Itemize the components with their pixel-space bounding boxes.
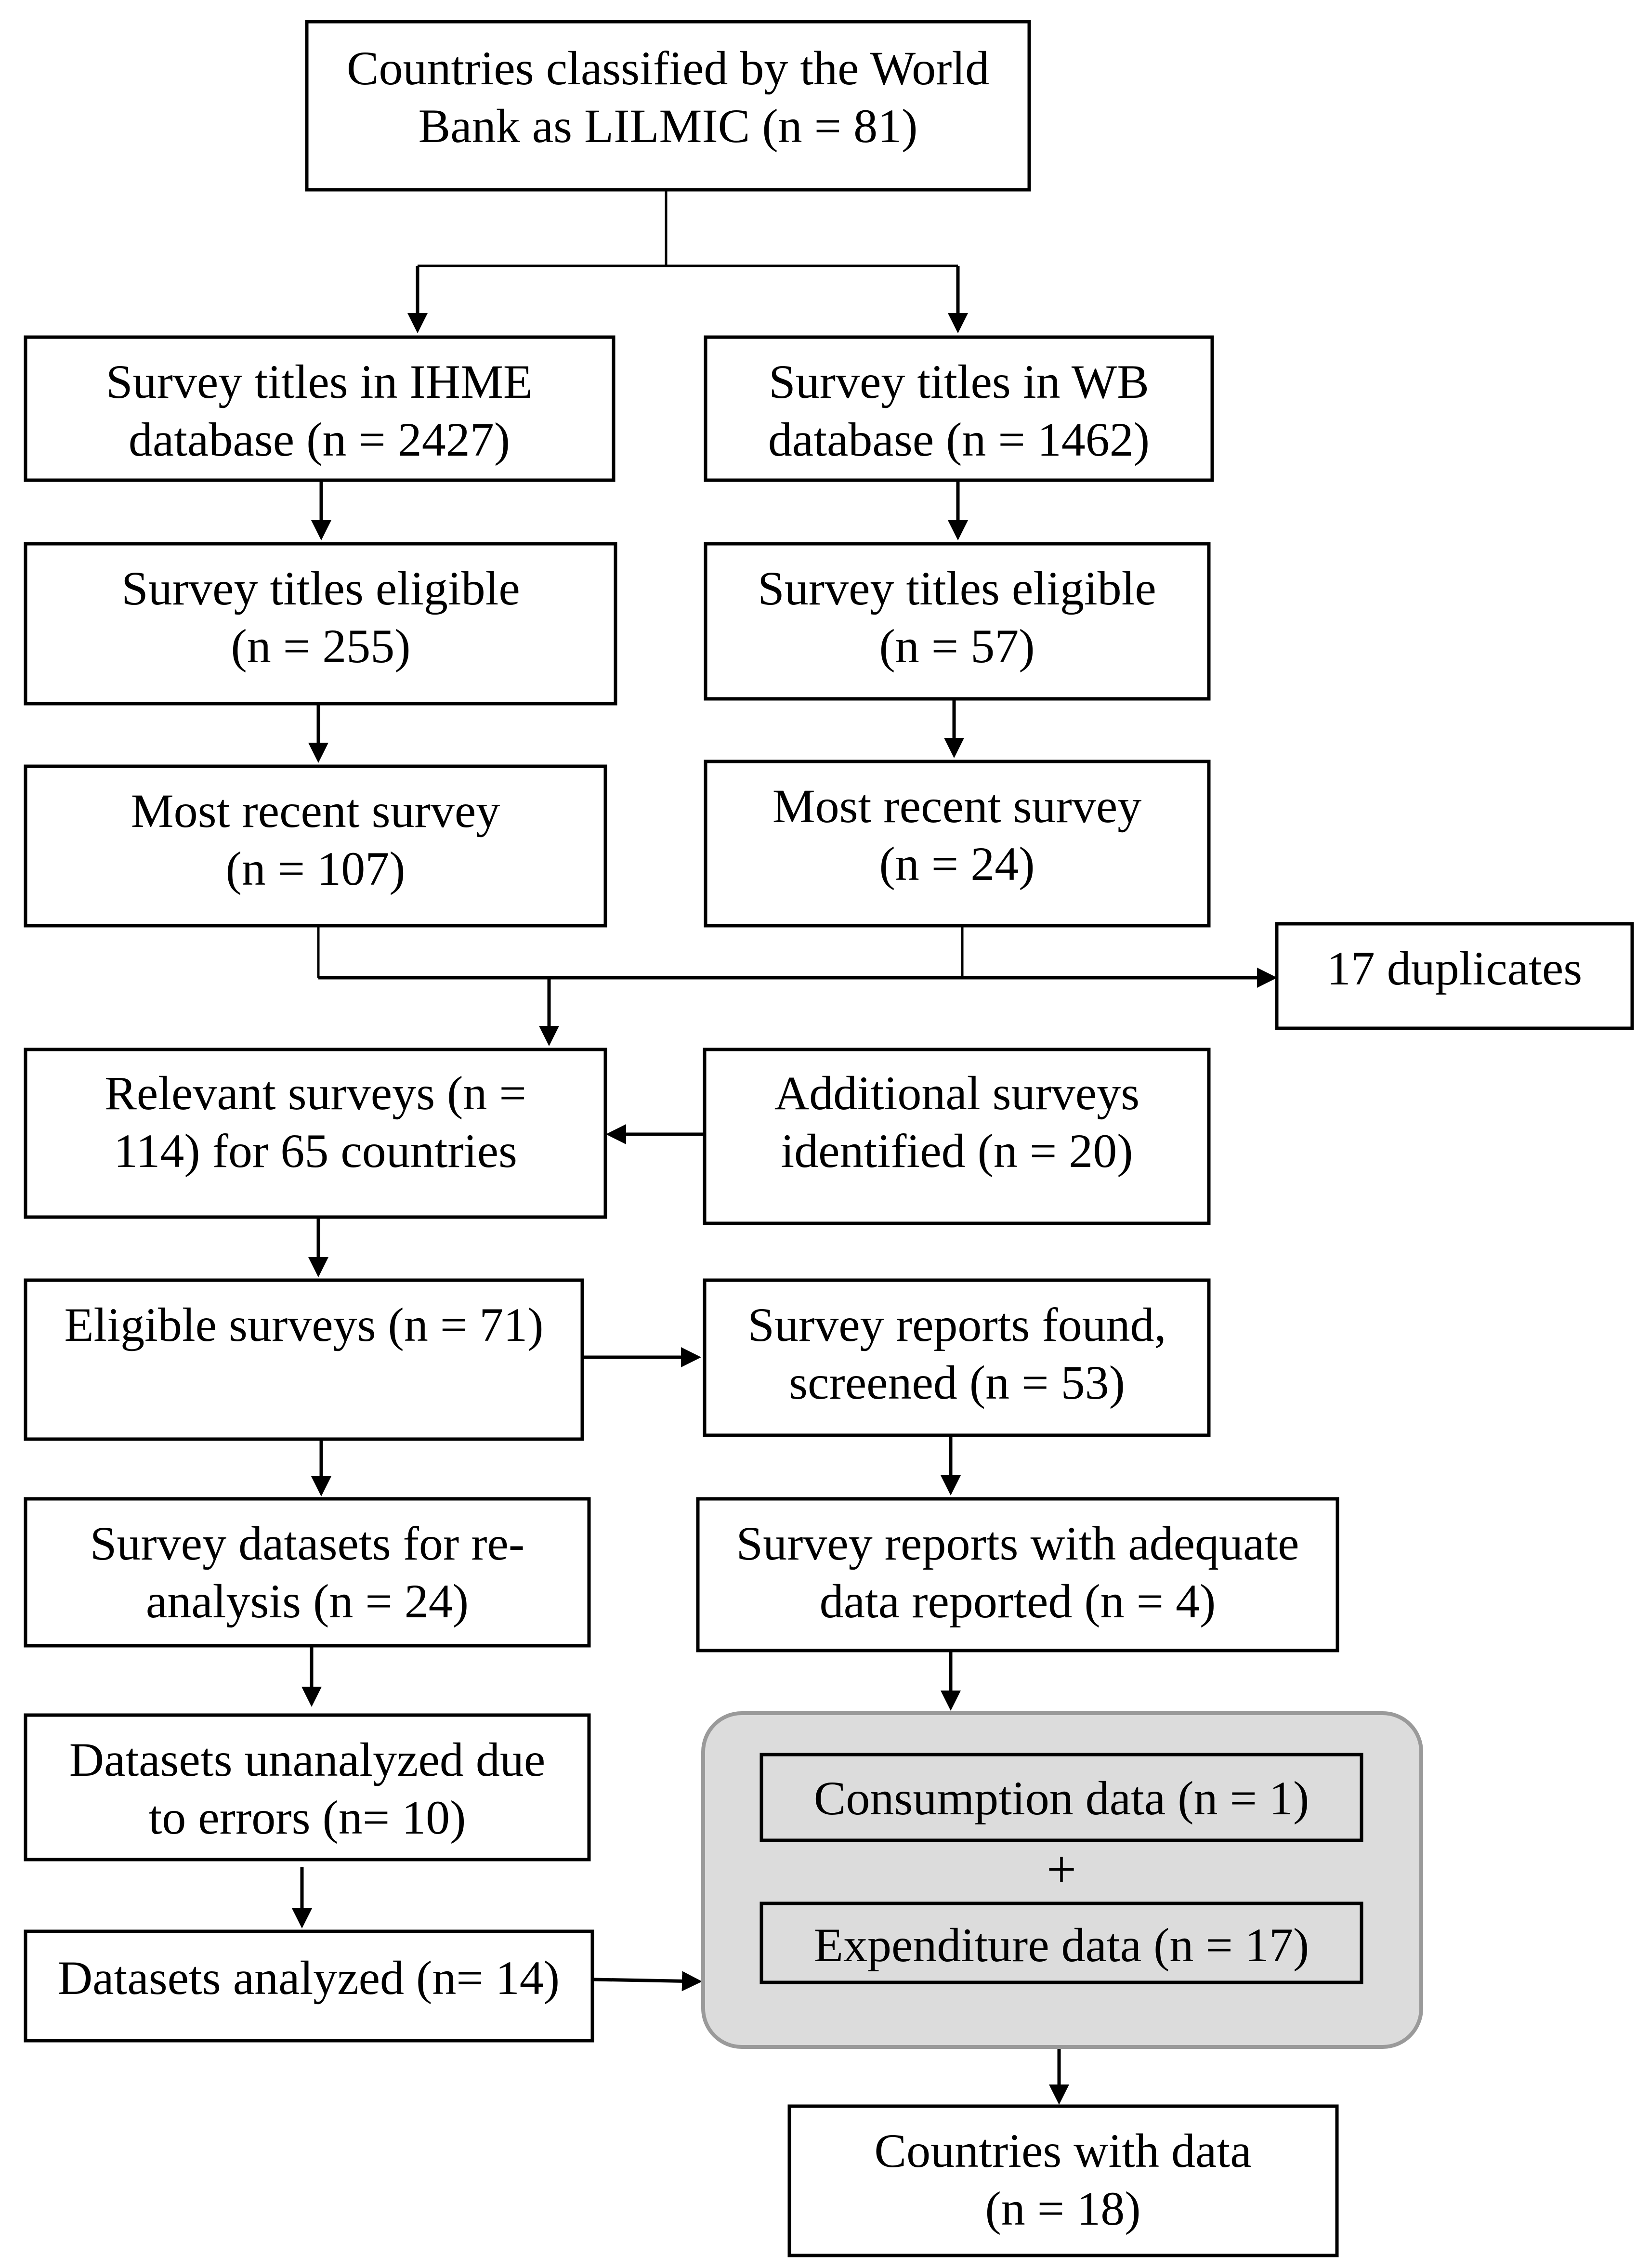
node-text-line2: database (n = 2427)	[129, 413, 510, 466]
node-text-line1: Countries classified by the World	[347, 41, 989, 95]
node-text-line1: 17 duplicates	[1327, 942, 1582, 995]
node-eligible-surveys: Eligible surveys (n = 71)	[24, 1278, 584, 1441]
node-text-line1: Most recent survey	[773, 779, 1141, 833]
node-consumption	[760, 1753, 1363, 1842]
node-text-line2: analysis (n = 24)	[146, 1574, 469, 1628]
node-datasets-reanalysis: Survey datasets for re- analysis (n = 24…	[24, 1497, 591, 1648]
node-text-line2: (n = 18)	[985, 2182, 1141, 2235]
node-text-line1: Survey titles in WB	[769, 355, 1149, 408]
node-text-line2: (n = 24)	[879, 837, 1035, 891]
node-relevant: Relevant surveys (n = 114) for 65 countr…	[24, 1048, 607, 1219]
node-text-line1: Most recent survey	[131, 784, 500, 838]
node-text-line2: to errors (n= 10)	[149, 1791, 466, 1844]
node-text-line1: Survey reports found,	[747, 1298, 1166, 1351]
node-text-line1: Datasets analyzed (n= 14)	[58, 1951, 560, 2005]
node-expenditure-text: Expenditure data (n = 17)	[814, 1918, 1309, 1972]
node-text-line1: Survey titles in IHME	[106, 355, 533, 408]
node-text-line1: Relevant surveys (n =	[105, 1066, 526, 1120]
node-text-line1: Eligible surveys (n = 71)	[64, 1298, 543, 1351]
node-text-line1: Survey titles eligible	[121, 562, 520, 615]
node-consumption-text: Consumption data (n = 1)	[814, 1771, 1310, 1825]
node-wb-titles: Survey titles in WB database (n = 1462)	[704, 335, 1214, 482]
group-consumption-expenditure: Consumption data (n = 1) + Expenditure d…	[701, 1711, 1423, 2049]
node-ihme-recent: Most recent survey (n = 107)	[24, 764, 607, 928]
node-duplicates: 17 duplicates	[1275, 922, 1634, 1030]
node-text-line2: (n = 57)	[879, 619, 1035, 673]
node-text-line1: Datasets unanalyzed due	[69, 1733, 545, 1786]
node-text-line2: (n = 107)	[226, 842, 406, 895]
node-text-line2: 114) for 65 countries	[114, 1124, 517, 1178]
node-additional: Additional surveys identified (n = 20)	[703, 1048, 1211, 1225]
node-wb-recent: Most recent survey (n = 24)	[704, 760, 1211, 928]
node-text-line1: Countries with data	[874, 2124, 1251, 2177]
node-reports-adequate: Survey reports with adequate data report…	[696, 1497, 1339, 1652]
node-text-line2: screened (n = 53)	[789, 1356, 1125, 1409]
plus-sign: +	[1047, 1840, 1076, 1899]
node-text-line2: Bank as LILMIC (n = 81)	[419, 99, 918, 153]
node-countries-lilmic: Countries classified by the World Bank a…	[305, 20, 1031, 192]
connectors	[292, 190, 1277, 2105]
node-reports-found: Survey reports found, screened (n = 53)	[703, 1278, 1211, 1437]
node-countries-with-data: Countries with data (n = 18)	[787, 2104, 1339, 2257]
node-text-line2: identified (n = 20)	[781, 1124, 1133, 1178]
node-text-line1: Survey titles eligible	[758, 562, 1156, 615]
node-text-line2: data reported (n = 4)	[820, 1574, 1216, 1628]
node-expenditure	[760, 1901, 1363, 1984]
node-text-line1: Survey datasets for re-	[90, 1517, 524, 1570]
node-wb-eligible: Survey titles eligible (n = 57)	[704, 542, 1211, 701]
node-text-line1: Additional surveys	[774, 1066, 1139, 1120]
node-ihme-titles: Survey titles in IHME database (n = 2427…	[24, 335, 615, 482]
node-ihme-eligible: Survey titles eligible (n = 255)	[24, 542, 617, 706]
arrow-analyzed-to-group	[593, 1971, 702, 1992]
node-datasets-errors: Datasets unanalyzed due to errors (n= 10…	[24, 1713, 591, 1862]
node-text-line2: (n = 255)	[231, 619, 411, 673]
node-datasets-analyzed: Datasets analyzed (n= 14)	[24, 1929, 594, 2043]
node-text-line1: Survey reports with adequate	[736, 1517, 1299, 1570]
node-text-line2: database (n = 1462)	[768, 413, 1150, 466]
